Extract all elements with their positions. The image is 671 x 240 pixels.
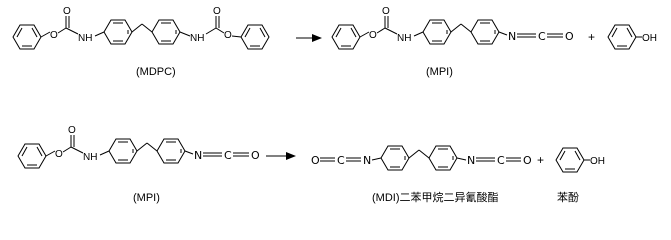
plus-sign: + — [588, 30, 595, 44]
reaction-arrow-1 — [296, 34, 322, 42]
atom-O: O — [224, 30, 232, 41]
atom-NH: NH — [190, 33, 204, 44]
atom-O: O — [311, 154, 320, 167]
atom-NH: NH — [78, 33, 92, 44]
mpi-structure: O O NH N C O — [331, 6, 574, 50]
mdi-label: (MDI)二苯甲烷二异氰酸酯 — [372, 190, 499, 204]
phenol-structure: OH — [607, 24, 657, 50]
atom-C: C — [337, 154, 345, 167]
atom-C: C — [497, 154, 505, 167]
mpi-label: (MPI) — [133, 192, 160, 204]
atom-OH: OH — [590, 156, 605, 167]
reaction-1: O O NH NH O O (MDPC) — [12, 6, 657, 78]
reaction-scheme: O O NH NH O O (MDPC) — [12, 6, 657, 204]
atom-O: O — [63, 6, 71, 17]
mdpc-label: (MDPC) — [136, 66, 176, 78]
plus-sign: + — [537, 153, 544, 167]
atom-O: O — [55, 149, 63, 160]
atom-O: O — [251, 149, 260, 162]
atom-O: O — [213, 6, 221, 17]
atom-O: O — [565, 30, 574, 43]
phenol-structure: OH — [555, 147, 605, 173]
mpi-label: (MPI) — [426, 66, 453, 78]
phenol-label: 苯酚 — [557, 190, 579, 204]
atom-NH: NH — [83, 152, 97, 163]
mdpc-structure: O O NH NH O O — [12, 6, 270, 50]
atom-O: O — [369, 30, 377, 41]
atom-O: O — [68, 125, 76, 136]
atom-N: N — [363, 154, 371, 167]
atom-O: O — [50, 30, 58, 41]
reaction-2: O O NH N C O (MPI) — [17, 125, 605, 204]
reaction-arrow-2 — [266, 152, 296, 160]
atom-C: C — [224, 149, 232, 162]
atom-O: O — [523, 154, 532, 167]
mpi-structure: O O NH N C O — [17, 125, 260, 169]
atom-N: N — [467, 154, 475, 167]
atom-O: O — [382, 6, 390, 17]
atom-OH: OH — [642, 33, 657, 44]
atom-N: N — [508, 30, 516, 43]
atom-NH: NH — [397, 33, 411, 44]
mdi-structure: O C N N C O — [311, 145, 532, 171]
atom-N: N — [194, 149, 202, 162]
atom-C: C — [538, 30, 546, 43]
